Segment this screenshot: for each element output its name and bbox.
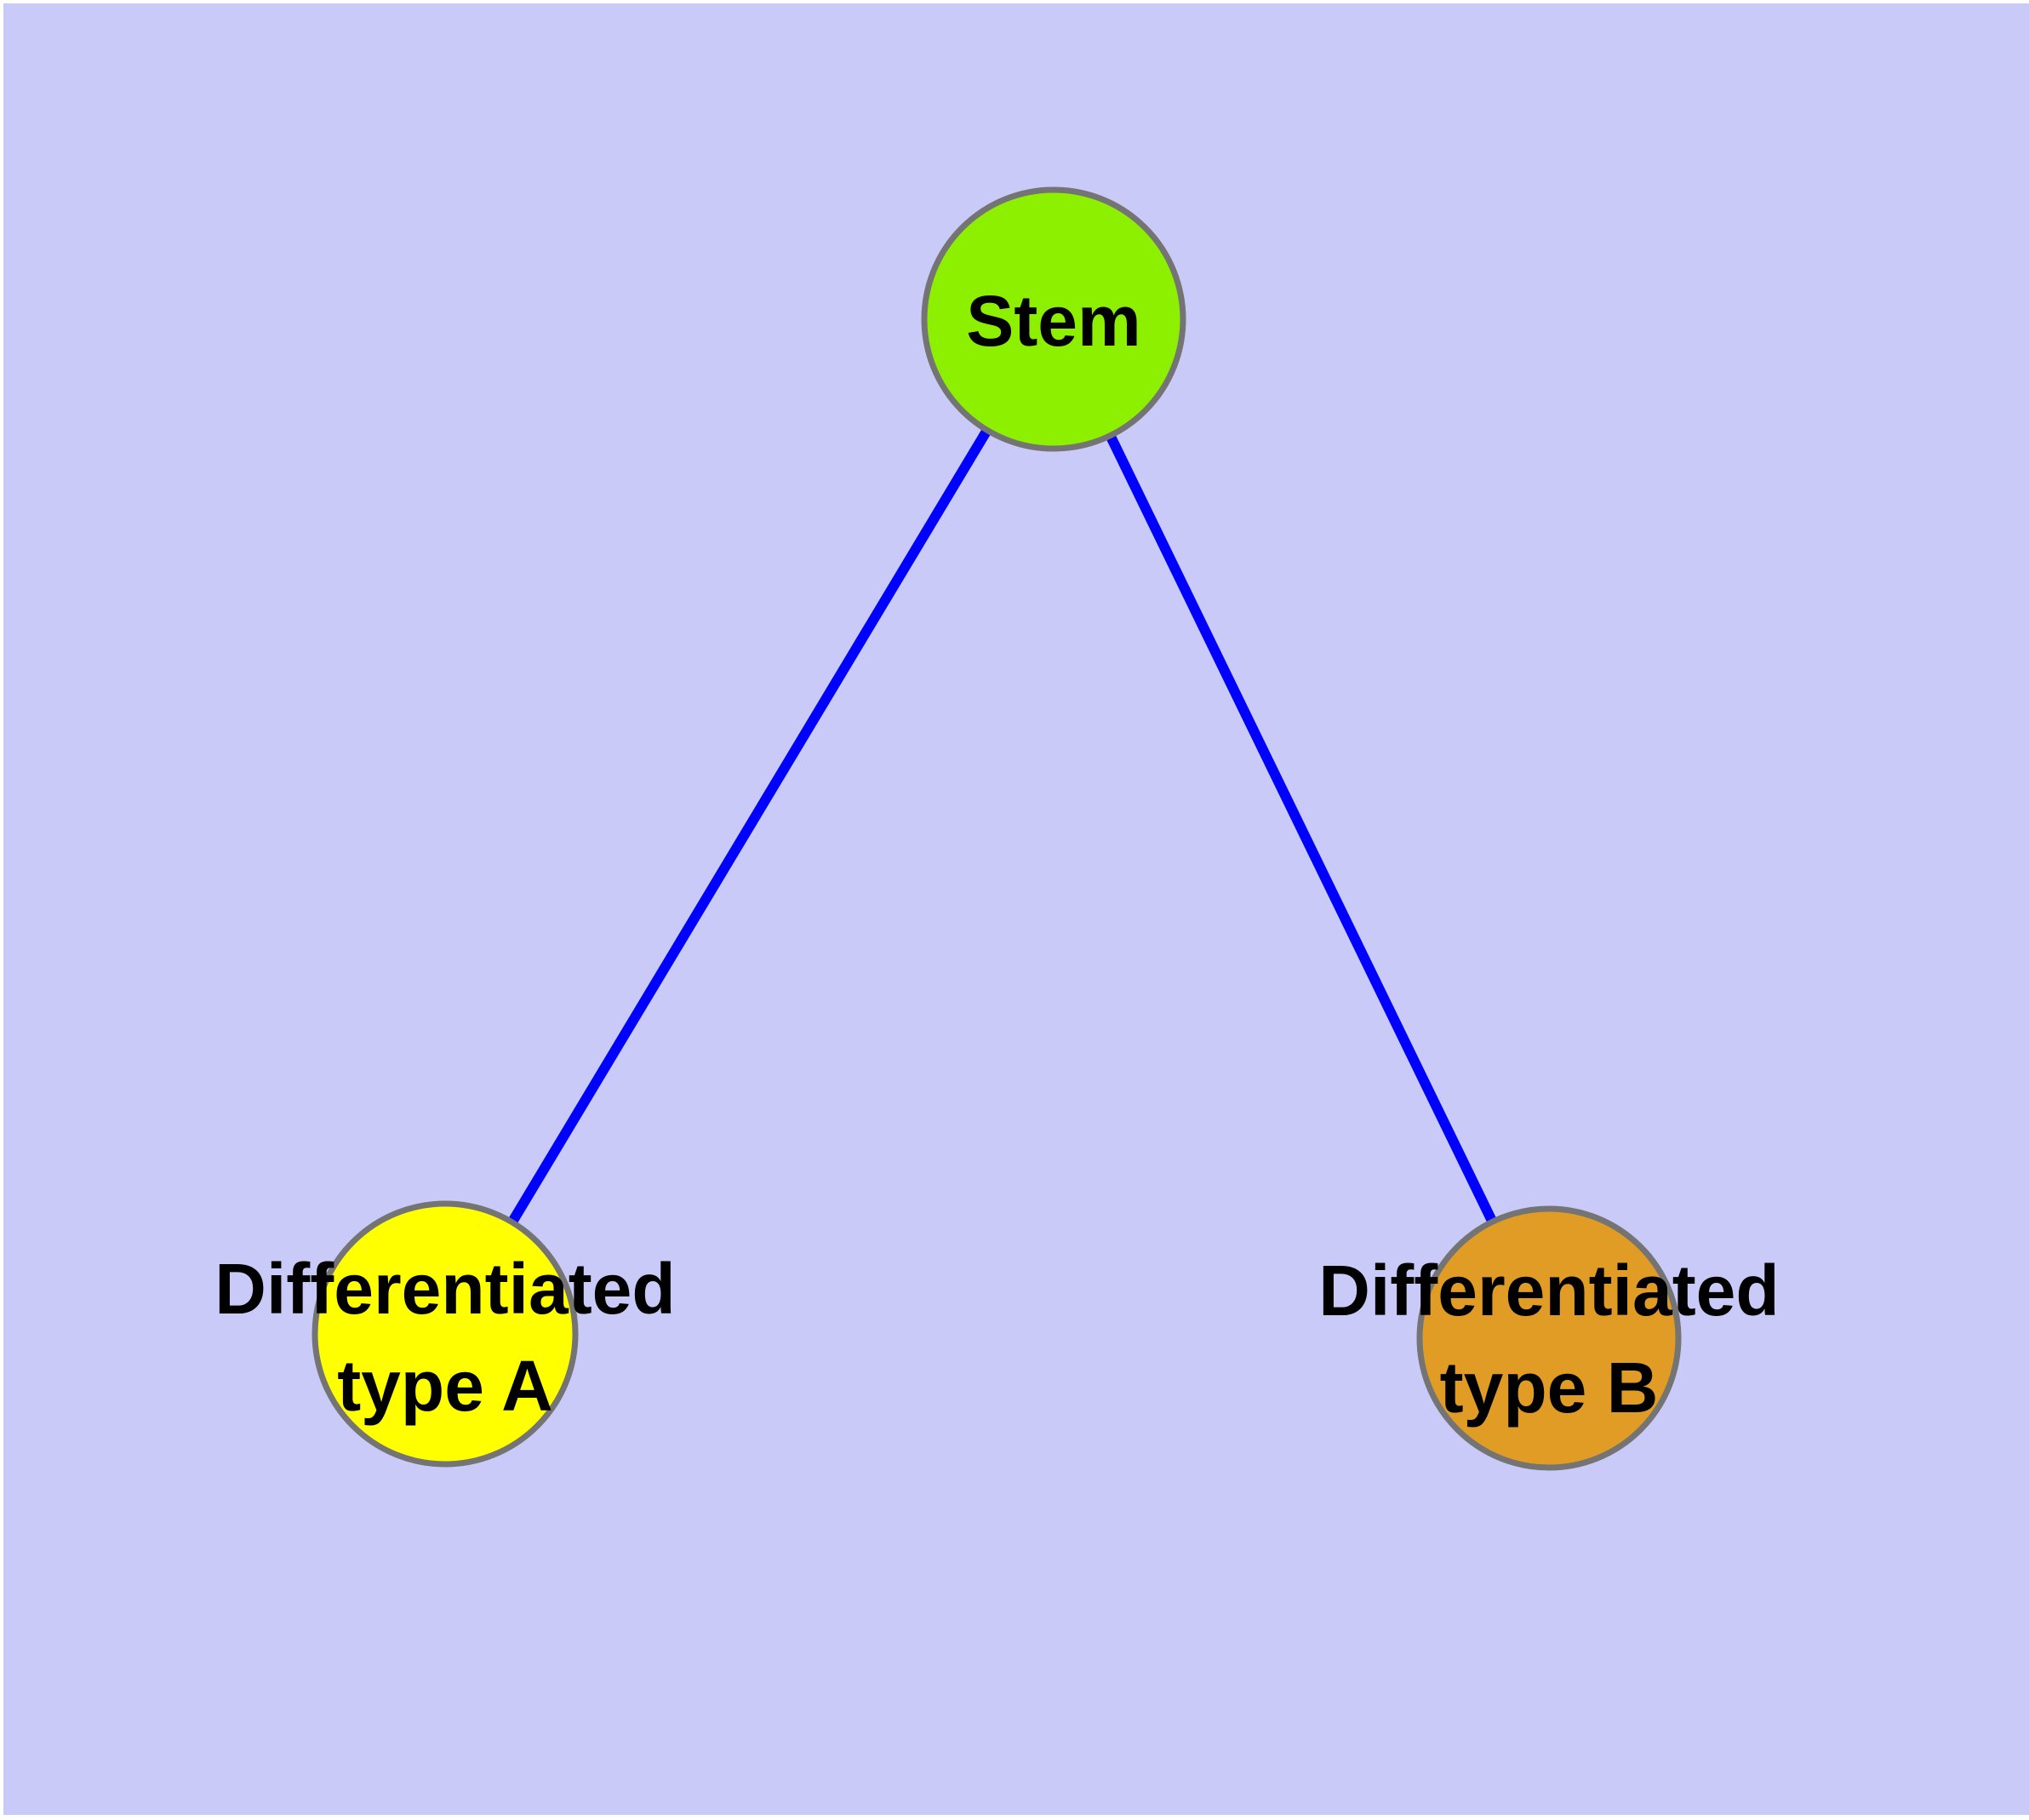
edge-stem-to-type-b xyxy=(1049,317,1554,1341)
node-type-a-circle xyxy=(311,1200,579,1468)
edge-stem-to-type-a xyxy=(440,316,1059,1337)
node-type-b-circle xyxy=(1416,1205,1682,1471)
node-stem-circle xyxy=(921,186,1186,452)
